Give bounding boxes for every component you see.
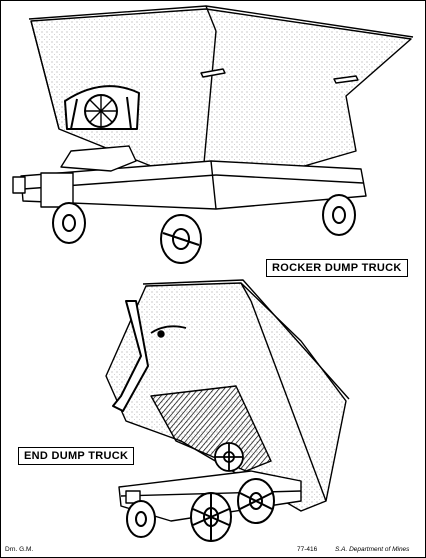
rocker-hopper-handle — [200, 68, 226, 78]
footer-source: S.A. Department of Mines — [335, 546, 410, 553]
end-dump-gear — [214, 442, 244, 472]
rocker-wheels — [52, 194, 356, 264]
rocker-dump-truck-drawing — [12, 5, 414, 264]
rocker-buffer — [12, 176, 26, 194]
end-dump-truck-label: END DUMP TRUCK — [18, 447, 135, 465]
end-dump-truck-drawing — [105, 279, 350, 542]
wheel — [322, 194, 356, 236]
rocker-dump-truck-label: ROCKER DUMP TRUCK — [266, 259, 408, 277]
rocker-cradle — [64, 85, 140, 130]
end-dump-wheels — [126, 478, 275, 542]
wheel — [52, 202, 86, 244]
end-dump-lever — [112, 300, 149, 412]
footer-drawing-number: 77-416 — [297, 546, 318, 553]
end-dump-rim — [142, 279, 350, 400]
wheel — [126, 500, 156, 538]
footer-drawn-by: Drn. G.M. — [5, 546, 34, 553]
rocker-front-tray — [60, 145, 137, 172]
rocker-hopper-handle — [333, 75, 359, 84]
